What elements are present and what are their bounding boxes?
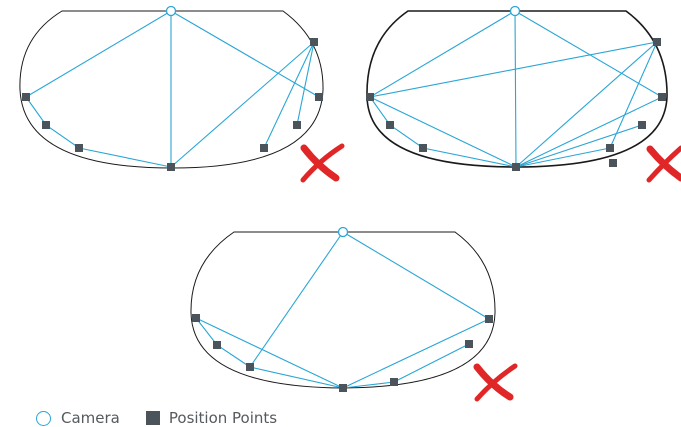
position-point xyxy=(260,144,268,152)
legend-points-label: Position Points xyxy=(168,409,278,427)
position-point xyxy=(167,163,175,171)
diagram-2 xyxy=(366,5,681,183)
position-point xyxy=(246,363,254,371)
room-outline xyxy=(190,231,496,389)
position-points xyxy=(22,38,323,171)
position-points xyxy=(366,38,666,171)
camera xyxy=(509,5,521,17)
red-x-icon xyxy=(646,145,681,183)
camera-rays xyxy=(195,231,490,389)
red-x-icon xyxy=(300,143,345,183)
position-point xyxy=(465,340,473,348)
position-point xyxy=(213,341,221,349)
legend: Camera Position Points xyxy=(36,409,277,427)
position-points xyxy=(192,314,493,392)
position-point xyxy=(339,384,347,392)
position-point xyxy=(75,144,83,152)
camera xyxy=(165,5,177,17)
position-point xyxy=(42,121,50,129)
position-point xyxy=(192,314,200,322)
position-point xyxy=(512,163,520,171)
position-point-icon xyxy=(145,411,160,425)
position-point xyxy=(310,38,318,46)
position-point xyxy=(609,159,617,167)
position-point xyxy=(386,121,394,129)
camera-rays xyxy=(369,10,663,168)
position-point xyxy=(293,121,301,129)
position-point xyxy=(22,93,30,101)
position-point xyxy=(315,93,323,101)
camera xyxy=(337,226,349,238)
position-point xyxy=(485,315,493,323)
position-point xyxy=(638,121,646,129)
position-point xyxy=(390,378,398,386)
legend-camera-label: Camera xyxy=(61,409,120,427)
position-point xyxy=(606,144,614,152)
camera-icon xyxy=(36,410,51,426)
red-x-icon xyxy=(473,363,518,402)
camera-rays xyxy=(25,10,320,168)
position-point xyxy=(366,93,374,101)
diagram-1 xyxy=(19,5,345,183)
position-point xyxy=(419,144,427,152)
diagram-3 xyxy=(190,226,518,402)
position-point xyxy=(658,93,666,101)
position-point xyxy=(653,38,661,46)
